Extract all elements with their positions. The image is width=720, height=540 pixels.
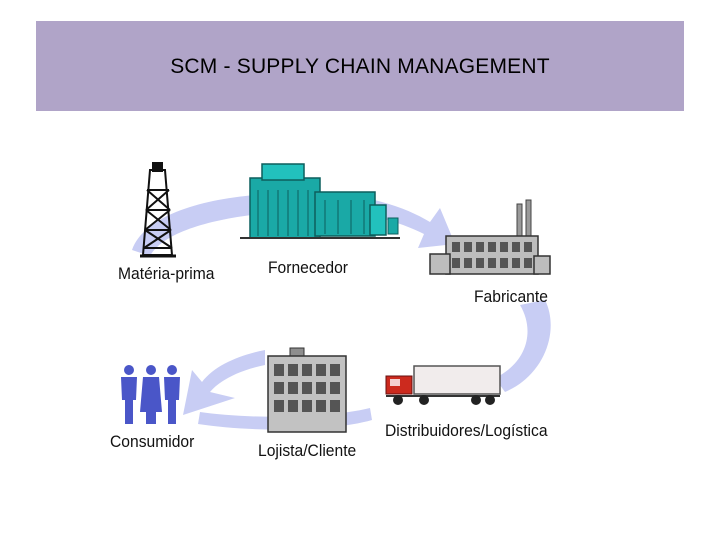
- bottom-arc-arrow: [183, 350, 265, 415]
- stage-label-manufacturer: Fabricante: [474, 287, 548, 306]
- store-building-icon: [267, 347, 347, 433]
- industrial-plant-icon: [240, 163, 400, 239]
- stage-label-raw-material: Matéria-prima: [118, 264, 215, 283]
- stage-label-supplier: Fornecedor: [268, 258, 348, 277]
- page-title: SCM - SUPPLY CHAIN MANAGEMENT: [170, 55, 550, 78]
- stage-label-retailer: Lojista/Cliente: [258, 441, 357, 460]
- truck-icon: [385, 365, 501, 405]
- oil-derrick-icon: [140, 162, 176, 258]
- factory-icon: [429, 199, 551, 275]
- right-arc-arrow: [495, 300, 551, 392]
- stage-label-distributors: Distribuidores/Logística: [385, 421, 548, 440]
- title-banner: SCM - SUPPLY CHAIN MANAGEMENT: [36, 21, 684, 111]
- people-icon: [121, 365, 180, 424]
- stage-label-consumer: Consumidor: [110, 432, 195, 451]
